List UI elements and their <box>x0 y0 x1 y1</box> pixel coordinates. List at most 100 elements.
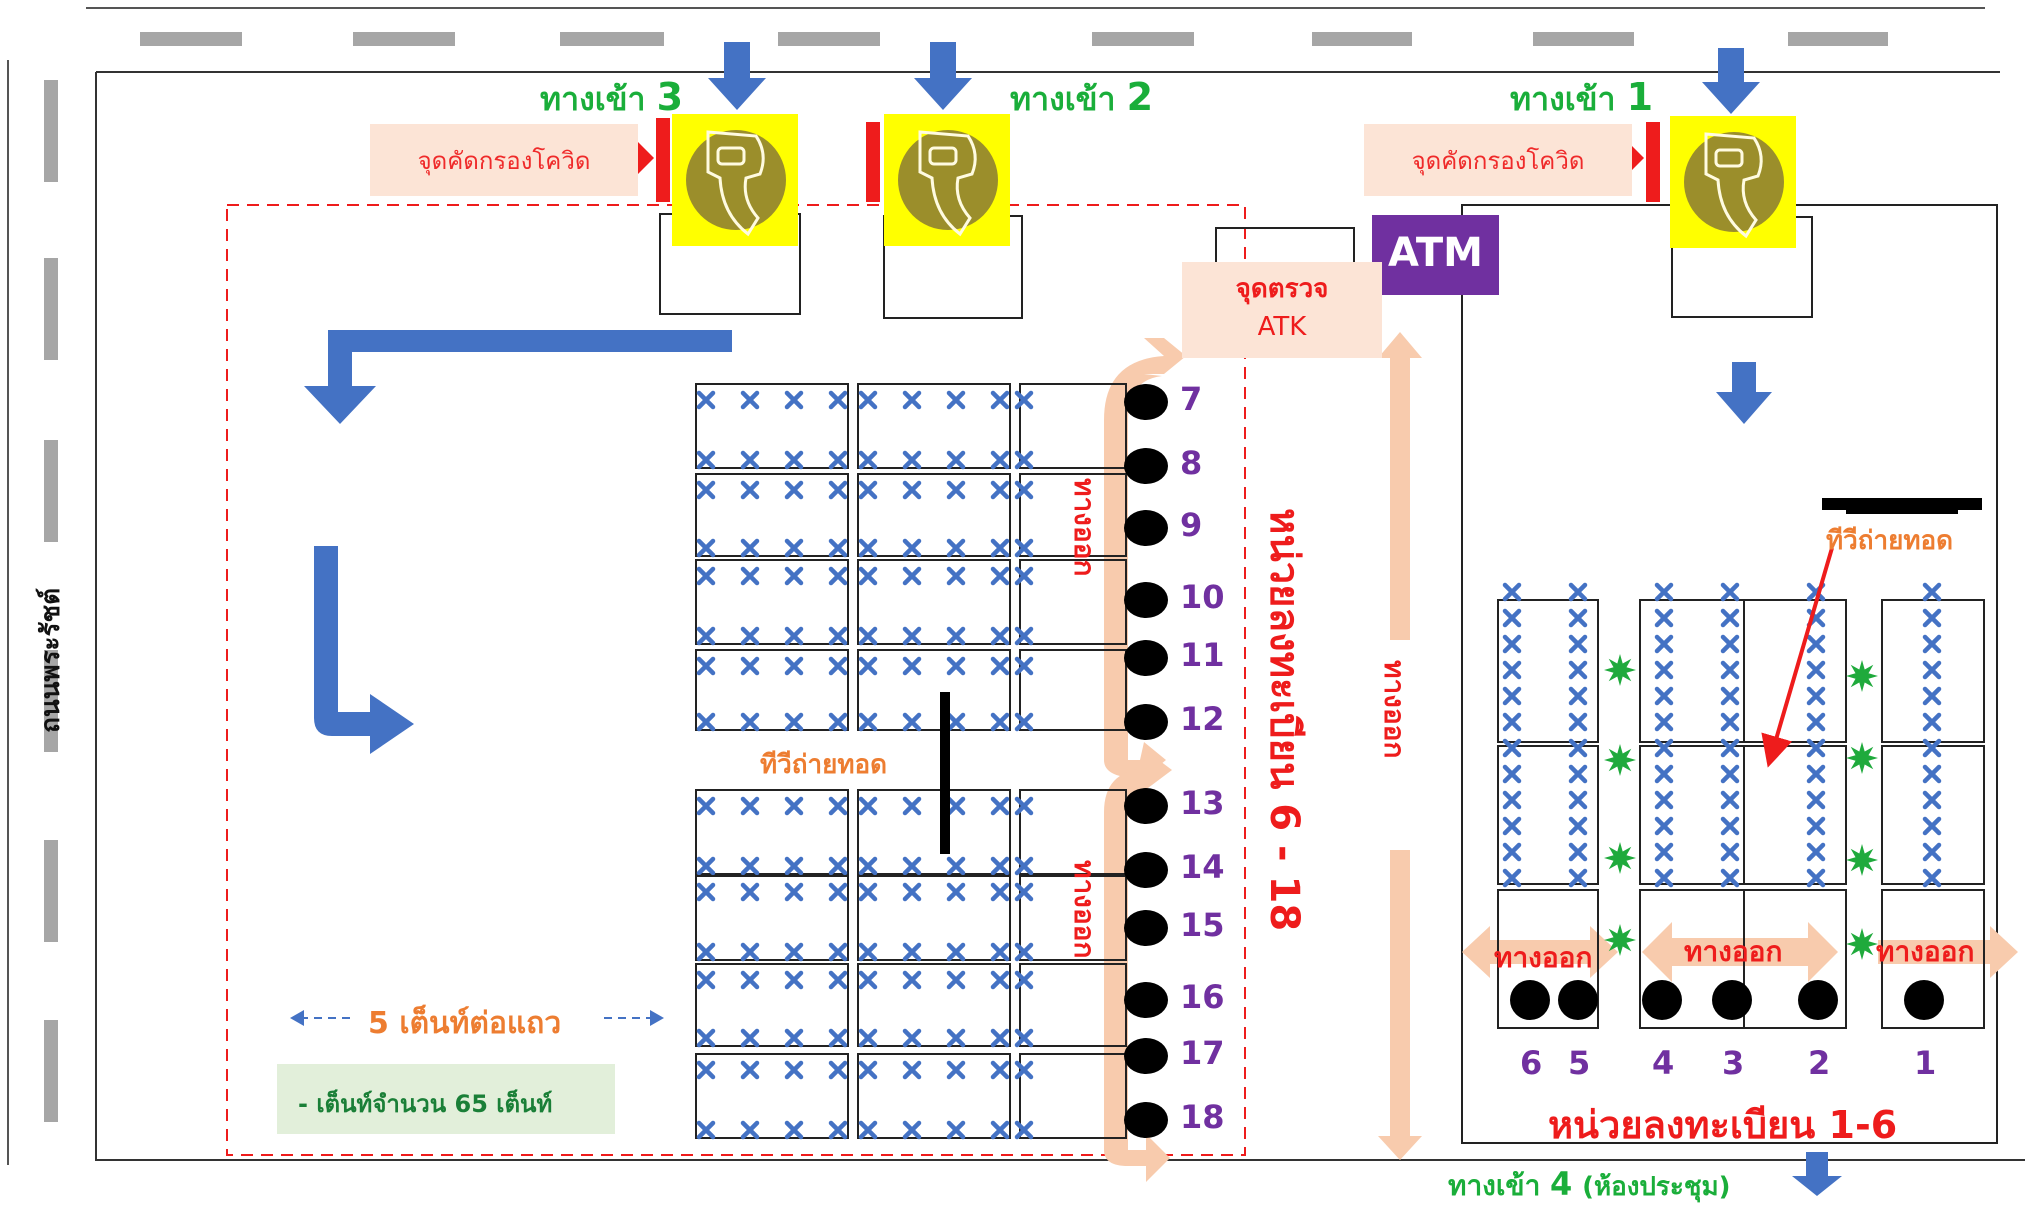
tent <box>1019 383 1127 469</box>
queue-mark <box>696 1120 716 1140</box>
queue-mark <box>1502 816 1522 836</box>
sanitizer-star-icon <box>1604 924 1636 956</box>
queue-mark <box>902 1028 922 1048</box>
tent <box>1743 889 1847 1029</box>
road-dashes-left <box>44 80 58 1122</box>
queue-mark <box>1922 790 1942 810</box>
queue-mark <box>990 538 1010 558</box>
queue-mark <box>784 1028 804 1048</box>
queue-mark <box>1720 790 1740 810</box>
tent <box>695 963 849 1047</box>
queue-mark <box>946 970 966 990</box>
queue-mark <box>1654 790 1674 810</box>
queue-mark <box>990 1120 1010 1140</box>
queue-mark <box>1654 738 1674 758</box>
queue-mark <box>946 566 966 586</box>
tent <box>695 789 849 875</box>
queue-mark <box>990 712 1010 732</box>
queue-mark <box>1014 480 1034 500</box>
queue-mark <box>696 712 716 732</box>
thermometer-scanners <box>672 114 1796 248</box>
queue-mark <box>902 566 922 586</box>
tent-row-arrow-left-icon <box>290 1010 304 1026</box>
tent-row-arrow-right-icon <box>650 1010 664 1026</box>
queue-mark <box>1014 882 1034 902</box>
queue-mark <box>990 1028 1010 1048</box>
queue-mark <box>696 626 716 646</box>
queue-mark <box>858 390 878 410</box>
entrance-1-arrow-icon <box>1702 48 1760 114</box>
tent <box>1497 745 1599 885</box>
queue-mark <box>1502 634 1522 654</box>
queue-mark <box>1502 660 1522 680</box>
queue-mark <box>902 1120 922 1140</box>
tent <box>1497 599 1599 743</box>
queue-mark <box>740 970 760 990</box>
queue-mark <box>946 626 966 646</box>
queue-mark <box>990 480 1010 500</box>
queue-mark <box>858 656 878 676</box>
queue-mark <box>946 538 966 558</box>
queue-mark <box>740 450 760 470</box>
queue-mark <box>1720 816 1740 836</box>
road-dash <box>44 840 58 942</box>
queue-mark <box>784 1060 804 1080</box>
queue-mark <box>1654 842 1674 862</box>
queue-mark <box>1502 738 1522 758</box>
queue-mark <box>946 856 966 876</box>
queue-mark <box>1922 608 1942 628</box>
queue-mark <box>740 1028 760 1048</box>
tv-pointer-arrow-icon <box>1761 547 1834 768</box>
queue-mark <box>990 1060 1010 1080</box>
queue-mark <box>946 882 966 902</box>
queue-mark <box>1502 608 1522 628</box>
queue-mark <box>1922 686 1942 706</box>
queue-mark <box>1806 686 1826 706</box>
sanitizer-star-icon <box>1846 928 1878 960</box>
queue-mark <box>1568 712 1588 732</box>
queue-mark <box>1568 816 1588 836</box>
queue-mark <box>696 856 716 876</box>
queue-mark <box>1014 856 1034 876</box>
road-dash <box>44 1020 58 1122</box>
entrance-2-arrow-icon <box>914 42 972 110</box>
right-tents <box>1497 582 1985 1029</box>
queue-mark <box>1654 712 1674 732</box>
road-dash <box>560 32 664 46</box>
registration-desk-dot <box>1124 852 1168 888</box>
queue-mark <box>902 712 922 732</box>
tent <box>1019 649 1127 731</box>
queue-mark <box>1720 686 1740 706</box>
queue-mark <box>828 856 848 876</box>
queue-mark <box>946 1120 966 1140</box>
queue-mark <box>1806 790 1826 810</box>
queue-mark <box>946 796 966 816</box>
queue-mark <box>1568 842 1588 862</box>
queue-mark <box>990 796 1010 816</box>
exit-arrow-right-1-icon <box>1462 926 1618 978</box>
atm-box <box>1372 215 1499 295</box>
exit-arrow-right-2-icon <box>1642 922 1838 982</box>
queue-mark <box>1014 390 1034 410</box>
queue-mark <box>902 882 922 902</box>
queue-mark <box>784 626 804 646</box>
road-dash <box>1092 32 1194 46</box>
queue-mark <box>784 856 804 876</box>
queue-mark <box>902 942 922 962</box>
queue-mark <box>1806 868 1826 888</box>
road-dash <box>44 650 58 752</box>
queue-mark <box>858 712 878 732</box>
queue-mark <box>696 538 716 558</box>
queue-mark <box>858 538 878 558</box>
registration-desk-dot <box>1124 582 1168 618</box>
flow-arrow-turn-icon <box>304 330 732 424</box>
tent <box>1019 789 1127 875</box>
queue-mark <box>858 1028 878 1048</box>
queue-mark <box>696 942 716 962</box>
queue-mark <box>1014 712 1034 732</box>
queue-mark <box>902 538 922 558</box>
queue-mark <box>858 1060 878 1080</box>
queue-mark <box>1568 764 1588 784</box>
queue-mark <box>784 970 804 990</box>
queue-mark <box>1568 660 1588 680</box>
